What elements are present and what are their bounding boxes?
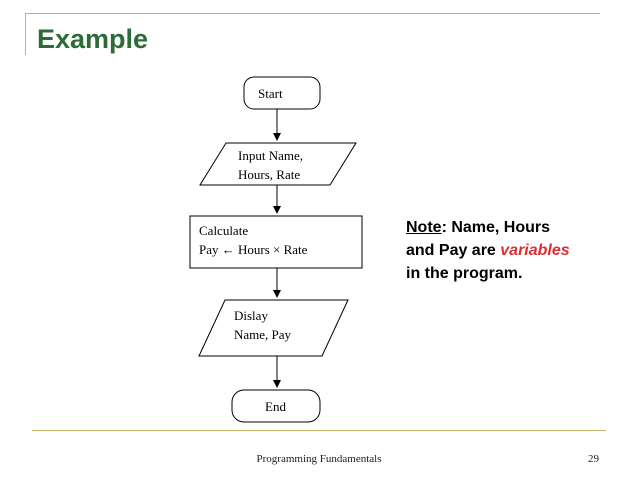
note-line3: in the program. bbox=[406, 265, 523, 282]
output-label: Dislay Name, Pay bbox=[234, 306, 291, 344]
process-label-line2: Pay ← Hours × Rate bbox=[199, 242, 308, 257]
note-highlight: variables bbox=[500, 242, 570, 259]
note-part1: : Name, Hours bbox=[441, 219, 551, 236]
note-part2: and Pay are bbox=[406, 242, 501, 259]
start-terminal bbox=[243, 76, 321, 110]
process-label: Calculate Pay ← Hours × Rate bbox=[199, 221, 307, 259]
note-text: Note: Name, Hours and Pay are variables … bbox=[406, 216, 570, 285]
end-label: End bbox=[265, 399, 286, 414]
input-label-line1: Input Name, bbox=[238, 148, 303, 163]
footer-rule bbox=[32, 430, 606, 431]
note-line2: and Pay are variables bbox=[406, 239, 570, 262]
output-label-line1: Dislay bbox=[234, 308, 268, 323]
footer-text: Programming Fundamentals bbox=[256, 453, 382, 465]
output-parallelogram bbox=[198, 299, 349, 357]
process-label-line1: Calculate bbox=[199, 223, 249, 238]
start-label: Start bbox=[258, 86, 283, 101]
slide-title: Example bbox=[37, 24, 149, 54]
title-bracket-vertical bbox=[25, 13, 26, 55]
input-label-line2: Hours, Rate bbox=[238, 167, 301, 182]
input-label: Input Name, Hours, Rate bbox=[238, 146, 303, 184]
title-bracket-horizontal bbox=[25, 13, 600, 14]
process-box bbox=[189, 215, 363, 269]
note-label: Note bbox=[406, 219, 442, 236]
input-parallelogram bbox=[199, 142, 357, 186]
note-line1: Note: Name, Hours bbox=[406, 216, 570, 239]
output-label-line2: Name, Pay bbox=[234, 327, 292, 342]
page-number: 29 bbox=[588, 453, 599, 465]
end-terminal bbox=[231, 389, 321, 423]
